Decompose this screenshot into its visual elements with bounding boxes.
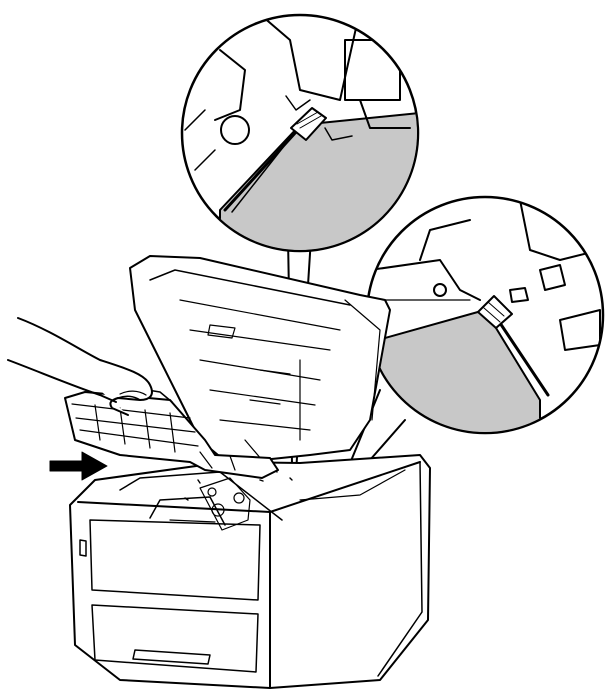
drum-slot [199,477,251,531]
printer-body [69,255,431,689]
hand-icon [7,317,153,416]
printer-top-cover [129,255,391,466]
control-panel [89,519,261,601]
lock-lever-right [477,295,513,329]
lock-lever-top [290,107,327,141]
printer-base [69,454,431,689]
arrow-right-icon [49,451,108,481]
zoom-callout-top [180,13,420,521]
paper-tray [91,604,259,673]
tray-handle [132,649,211,665]
power-button [79,539,87,557]
